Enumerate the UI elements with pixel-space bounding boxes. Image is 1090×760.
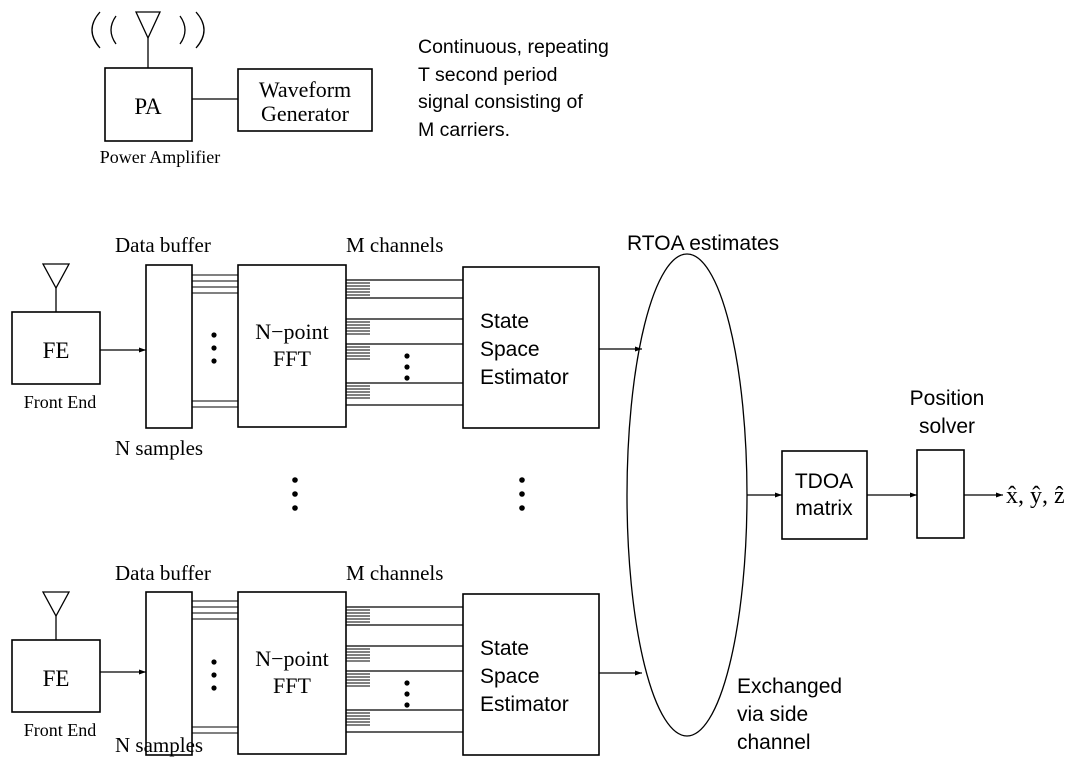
state-space-estimator-block [462, 593, 600, 756]
waveform-generator-block [237, 68, 373, 132]
state-space-estimator-block [462, 266, 600, 429]
front-end-caption: Front End [24, 392, 97, 412]
buffer-label: Data buffer [115, 561, 211, 585]
fft-npoint-label: N−point [255, 319, 329, 344]
channels-label: M channels [346, 233, 443, 257]
fe-label: FE [43, 666, 70, 691]
estimator-label: Estimator [480, 366, 569, 389]
description-line-4: M carriers. [418, 119, 510, 141]
front-end-caption: Front End [24, 720, 97, 740]
transmitter: PA Power Amplifier Waveform Generator Co… [91, 11, 609, 167]
estimator-state-label: State [480, 310, 529, 333]
solver-label: solver [919, 415, 975, 438]
tdoa-label: TDOA [795, 470, 853, 493]
position-output-label: x̂, ŷ, ẑ [1006, 483, 1065, 509]
receiver-continuation-dots [292, 477, 525, 511]
receiver-chain-2: FE Front End Data buffer N samples N−poi… [11, 561, 642, 757]
pa-label: PA [134, 94, 162, 119]
description-line-2: T second period [418, 64, 557, 86]
position-label: Position [910, 387, 985, 410]
power-amplifier-caption: Power Amplifier [100, 147, 220, 167]
position-solver-block [916, 449, 965, 539]
estimator-space-label: Space [480, 338, 540, 361]
exchange-line-1: Exchanged [737, 675, 842, 698]
description-line-1: Continuous, repeating [418, 36, 609, 58]
receive-antenna-icon [41, 263, 71, 312]
exchange-line-2: via side [737, 703, 808, 726]
buffer-label: Data buffer [115, 233, 211, 257]
fe-label: FE [43, 338, 70, 363]
fft-label: FFT [273, 346, 311, 371]
estimator-label: Estimator [480, 693, 569, 716]
signal-description: Continuous, repeating T second period si… [418, 36, 609, 141]
fft-block [237, 591, 347, 755]
data-buffer-block [145, 591, 193, 756]
fft-label: FFT [273, 673, 311, 698]
exchange-note: Exchanged via side channel [737, 675, 842, 754]
buffer-to-fft-lines [192, 600, 238, 734]
rtoa-exchange-ellipse [626, 253, 748, 737]
generator-label: Generator [261, 101, 350, 126]
rtoa-estimates-label: RTOA estimates [627, 232, 779, 255]
receive-antenna-icon [41, 591, 71, 640]
transmit-antenna-icon [91, 11, 205, 68]
fft-block [237, 264, 347, 428]
channel-lines [346, 279, 463, 406]
estimator-state-label: State [480, 637, 529, 660]
exchange-line-3: channel [737, 731, 811, 754]
channels-label: M channels [346, 561, 443, 585]
fft-output-tick-lines [346, 279, 370, 399]
power-amplifier-block [104, 67, 193, 142]
buffer-to-fft-lines [192, 274, 238, 408]
estimator-space-label: Space [480, 665, 540, 688]
channel-lines [346, 606, 463, 733]
tdoa-matrix-block [781, 450, 868, 540]
samples-label: N samples [115, 733, 203, 757]
samples-label: N samples [115, 436, 203, 460]
tdoa-matrix-label: matrix [795, 497, 853, 520]
front-end-block [11, 639, 101, 713]
waveform-label: Waveform [259, 77, 351, 102]
front-end-block [11, 311, 101, 385]
description-line-3: signal consisting of [418, 91, 583, 113]
fft-npoint-label: N−point [255, 646, 329, 671]
data-buffer-block [145, 264, 193, 429]
receiver-chain-1: FE Front End Data buffer N samples N−poi… [11, 233, 642, 460]
